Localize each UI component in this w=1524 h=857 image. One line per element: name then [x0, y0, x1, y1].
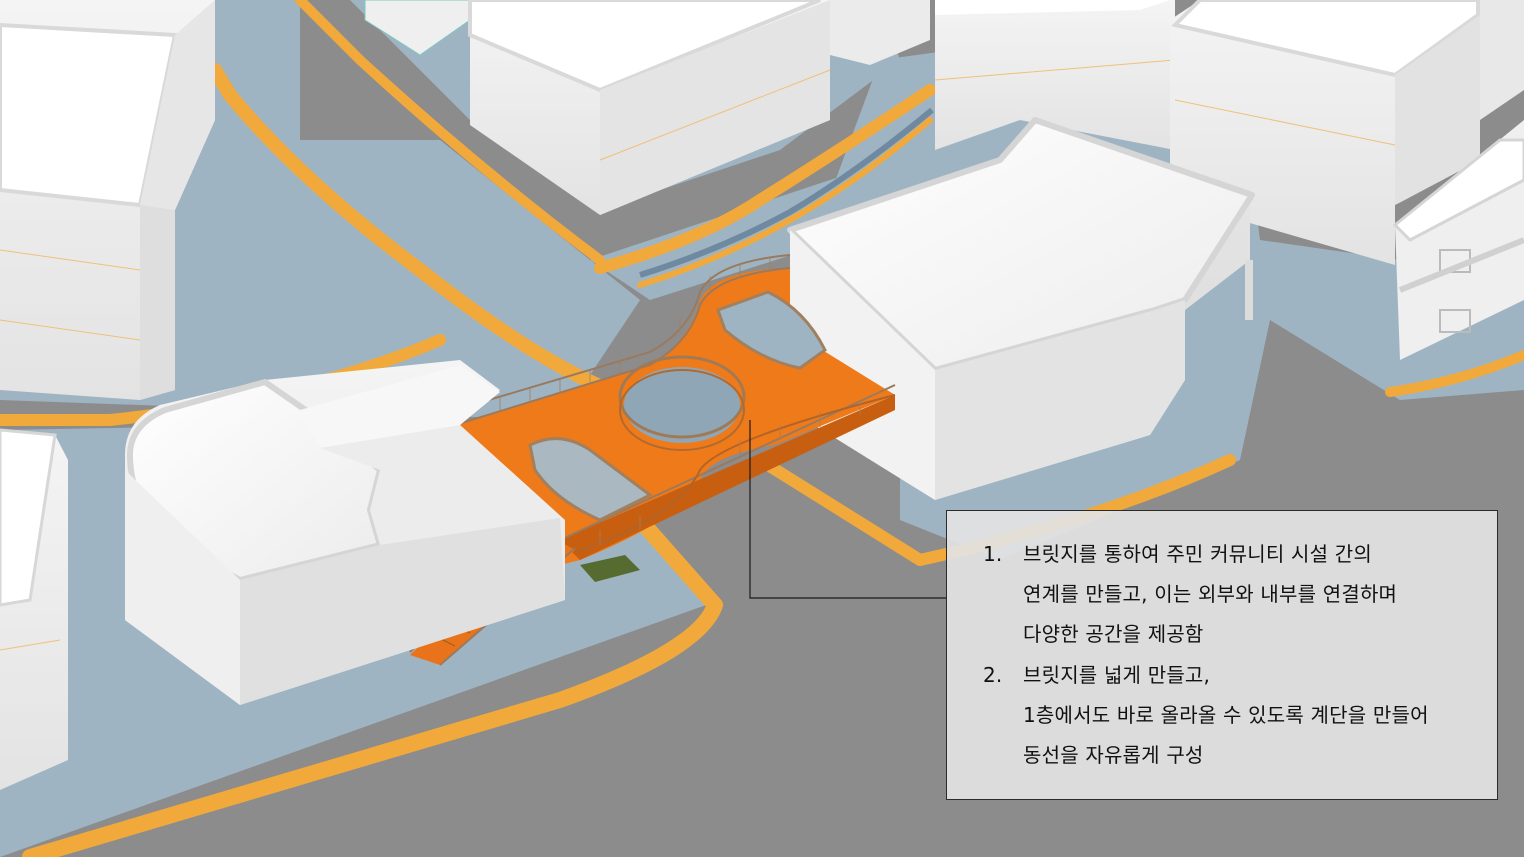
note-line: 1. 브릿지를 통하여 주민 커뮤니티 시설 간의	[947, 537, 1499, 571]
building-community-left	[125, 360, 565, 705]
annotation-leader-line	[749, 420, 946, 599]
note-number: 2.	[983, 663, 1003, 687]
note-line: 1층에서도 바로 올라올 수 있도록 계단을 만들어	[947, 698, 1499, 732]
building-bottom-left-edge	[0, 428, 68, 790]
note-line: 다양한 공간을 제공함	[947, 617, 1499, 651]
bridge-void-top	[716, 290, 827, 370]
note-text: 브릿지를 통하여 주민 커뮤니티 시설 간의	[1023, 542, 1372, 566]
bridge-void-bottom	[528, 437, 653, 522]
building-top-center	[468, 0, 831, 215]
note-line: 연계를 만들고, 이는 외부와 내부를 연결하며	[947, 577, 1499, 611]
note-text: 1층에서도 바로 올라올 수 있도록 계단을 만들어	[1023, 703, 1429, 727]
building-right-house	[1392, 120, 1524, 360]
building-top-center-right	[830, 0, 930, 65]
building-top-small	[364, 0, 471, 56]
building-community-right	[787, 117, 1255, 500]
note-line: 2. 브릿지를 넓게 만들고,	[947, 658, 1499, 692]
canal	[639, 107, 934, 278]
note-number: 1.	[983, 542, 1003, 566]
note-text: 동선을 자유롭게 구성	[1023, 743, 1204, 767]
note-text: 다양한 공간을 제공함	[1023, 622, 1204, 646]
bridge-circular-void	[624, 367, 740, 443]
annotation-box: 1. 브릿지를 통하여 주민 커뮤니티 시설 간의 연계를 만들고, 이는 외부…	[946, 510, 1498, 800]
note-line: 동선을 자유롭게 구성	[947, 738, 1499, 772]
building-top-right-a	[934, 0, 1176, 150]
green-patch	[580, 555, 640, 582]
building-top-left	[0, 0, 215, 400]
note-text: 연계를 만들고, 이는 외부와 내부를 연결하며	[1023, 582, 1398, 606]
building-far-right	[1480, 0, 1524, 120]
note-text: 브릿지를 넓게 만들고,	[1023, 663, 1211, 687]
